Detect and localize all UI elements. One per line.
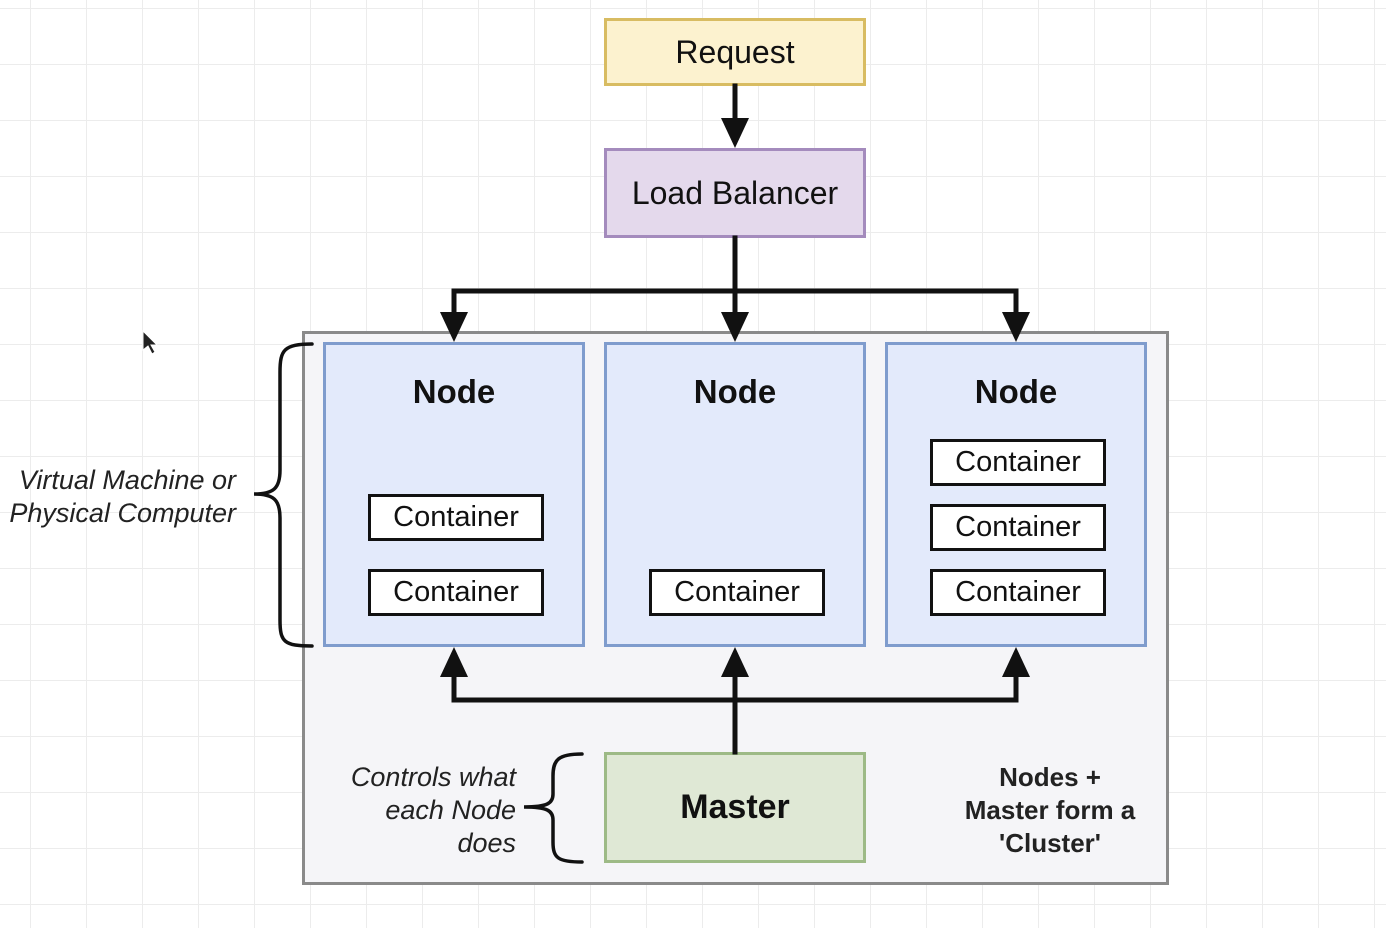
- arrow-lb-branch: [451, 288, 1019, 319]
- controls-annotation-line: does: [457, 828, 516, 858]
- container-box: Container: [930, 569, 1106, 616]
- node-box-1: Node Container Container: [323, 342, 585, 647]
- arrowhead-down: [440, 312, 468, 342]
- request-box: Request: [604, 18, 866, 86]
- node-title: Node: [974, 373, 1058, 410]
- controls-annotation-line: each Node: [385, 795, 516, 825]
- container-box: Container: [930, 504, 1106, 551]
- arrowhead-up: [440, 647, 468, 677]
- node-box-2: Node Container: [604, 342, 866, 647]
- arrowhead-down: [1002, 312, 1030, 342]
- cluster-annotation: Nodes + Master form a 'Cluster': [940, 761, 1160, 860]
- vm-annotation-line: Physical Computer: [9, 498, 236, 528]
- container-box: Container: [368, 569, 544, 616]
- controls-brace: [523, 752, 584, 864]
- arrowhead-down: [721, 312, 749, 342]
- load-balancer-label: Load Balancer: [631, 174, 839, 211]
- cluster-annotation-line: Nodes +: [999, 762, 1101, 792]
- cluster-annotation-line: 'Cluster': [999, 828, 1101, 858]
- request-label: Request: [675, 33, 795, 70]
- arrow-master-branch: [451, 669, 1019, 703]
- load-balancer-box: Load Balancer: [604, 148, 866, 238]
- arrowhead-down: [721, 118, 749, 148]
- vm-annotation-line: Virtual Machine or: [18, 465, 236, 495]
- node-box-3: Node Container Container Container: [885, 342, 1147, 647]
- container-box: Container: [368, 494, 544, 541]
- vm-brace: [253, 342, 314, 648]
- arrowhead-up: [721, 647, 749, 677]
- node-title: Node: [412, 373, 496, 410]
- container-box: Container: [930, 439, 1106, 486]
- controls-annotation: Controls what each Node does: [318, 761, 516, 860]
- master-label: Master: [680, 788, 790, 826]
- arrowhead-up: [1002, 647, 1030, 677]
- vm-annotation: Virtual Machine or Physical Computer: [0, 464, 236, 530]
- cluster-annotation-line: Master form a: [964, 795, 1136, 825]
- node-title: Node: [693, 373, 777, 410]
- controls-annotation-line: Controls what: [350, 762, 516, 792]
- container-box: Container: [649, 569, 825, 616]
